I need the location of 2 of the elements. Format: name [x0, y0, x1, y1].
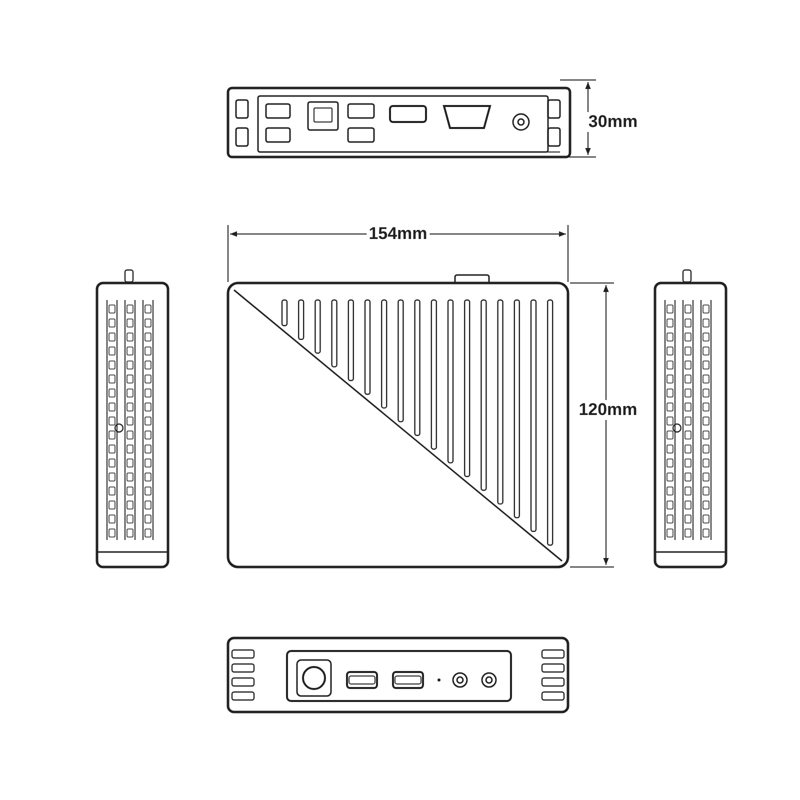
dimension-label: 120mm [576, 400, 640, 420]
dimension-label: 30mm [586, 112, 640, 132]
